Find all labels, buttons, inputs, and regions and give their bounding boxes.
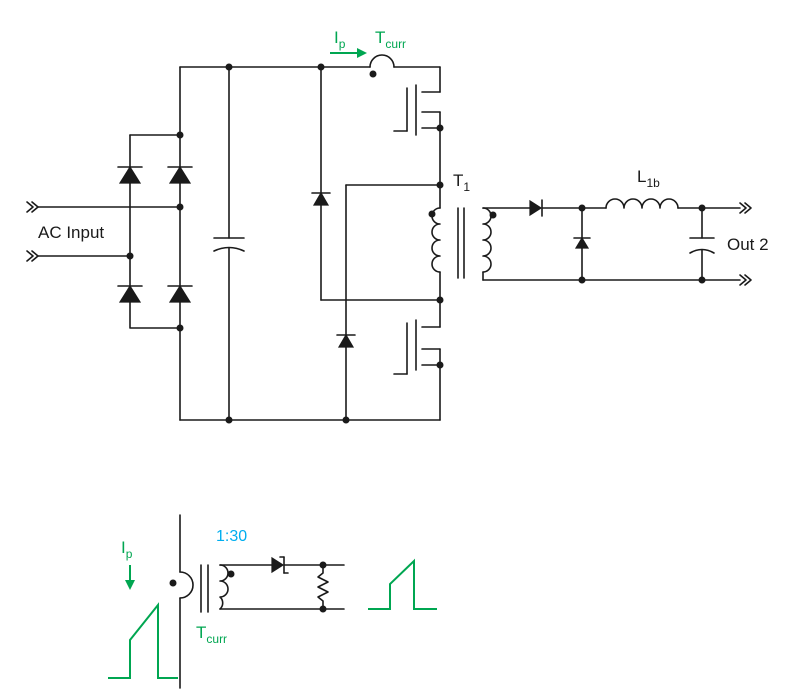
bridge-diode-upper-right [167,165,193,184]
tcurr-label-bottom: Tcurr [196,623,227,646]
ip-arrow-bottom [125,565,135,590]
bridge-diode-lower-right [167,284,193,303]
ac-input-lines [26,201,181,262]
ratio-label: 1:30 [216,528,247,545]
bulk-capacitor [213,66,245,421]
bridge-diode-upper-left [117,165,143,184]
lower-clamp-diode [336,184,441,421]
tcurr-label-top: Tcurr [375,28,406,51]
primary-current-waveform [108,602,178,679]
l1b-label: L1b [637,167,660,190]
bridge-diode-lower-left [117,284,143,303]
ip-arrow-top [330,48,367,58]
ac-input-label: AC Input [38,223,104,242]
sense-voltage-waveform [368,558,437,610]
output-stage [482,198,752,286]
ip-label-bottom: Ip [121,538,133,561]
bridge-rectifier [117,66,193,421]
current-transformer-primary [369,54,441,78]
main-transformer [428,181,497,304]
out-2-label: Out 2 [727,235,769,254]
lower-mosfet [393,299,444,421]
upper-mosfet [393,66,444,186]
hv-rails [179,63,441,424]
current-sense-detail [169,514,345,689]
ip-label-top: Ip [334,28,346,51]
t1-label: T1 [453,171,470,194]
upper-clamp-diode [311,66,441,301]
